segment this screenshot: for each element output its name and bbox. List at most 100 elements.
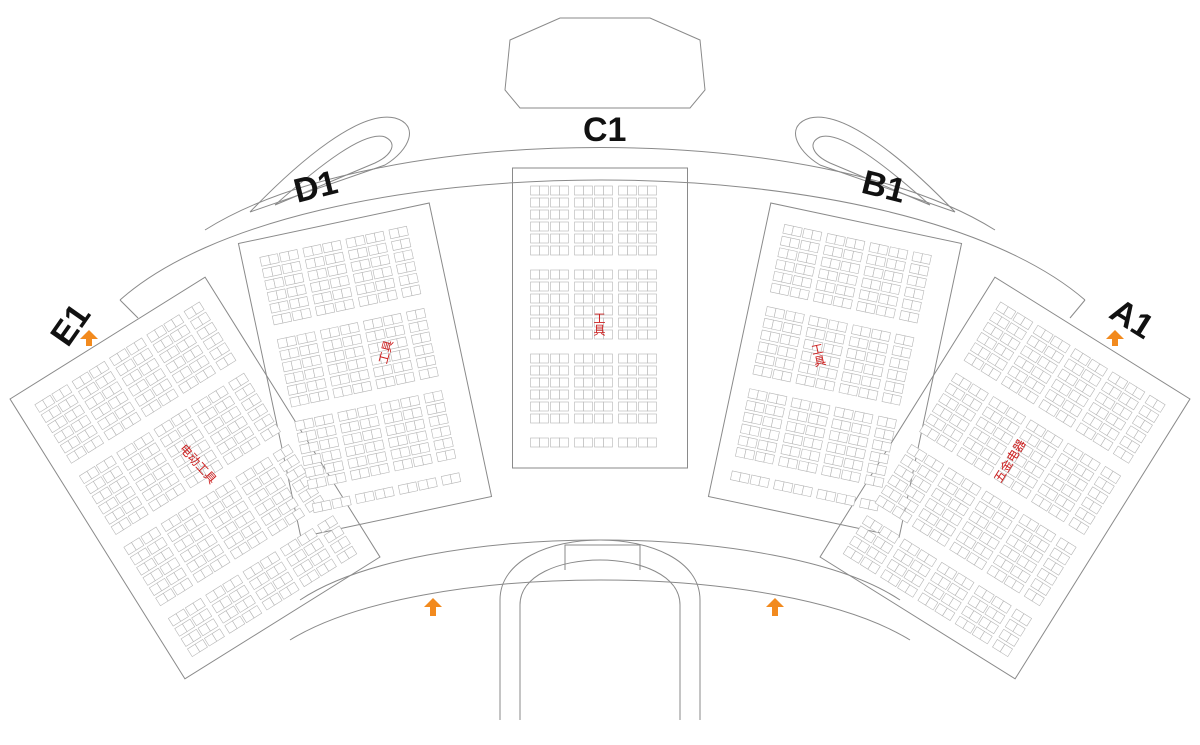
booth [638,233,648,244]
booth [322,413,335,425]
booth [333,251,345,264]
booth [618,245,628,256]
booth [173,567,187,581]
booth [950,428,964,443]
booth [603,197,613,208]
booth [956,418,970,432]
booth [305,429,318,441]
booth [175,608,189,622]
booth [1108,386,1122,400]
booth [618,185,628,196]
booth [829,467,842,479]
booth [905,500,919,514]
booth [1038,498,1052,512]
booth [768,429,780,441]
booth [627,209,637,220]
booth [813,426,826,439]
booth [439,425,452,437]
booth [248,520,262,534]
booth [539,209,549,220]
booth [1037,455,1051,469]
booth [882,499,896,513]
hall-b1-booth-grid [730,223,932,512]
booth [1071,363,1085,377]
booth [247,436,261,450]
booth [530,197,540,208]
booth [92,476,107,490]
booth [1014,454,1028,468]
hall-e1-outline [9,276,381,680]
booth [889,283,901,295]
booth [373,230,386,243]
booth [203,449,217,463]
booth [823,380,836,392]
booth [647,281,657,292]
booth [267,423,281,437]
booth [638,353,648,364]
booth [530,221,540,232]
booth [1013,327,1027,341]
booth [627,233,637,244]
booth [111,422,125,436]
booth [627,293,637,304]
booth [603,185,613,196]
booth [115,391,129,405]
booth [225,605,239,619]
booth [638,365,648,376]
booth [254,403,269,417]
booth [583,281,593,292]
booth [1101,480,1115,495]
booth [638,221,648,232]
booth [985,620,999,635]
booth [384,375,396,388]
booth [826,368,838,380]
booth [211,628,225,642]
booth [1087,458,1101,472]
booth [530,437,540,448]
booth [931,586,945,601]
booth [1095,406,1110,420]
booth [266,466,280,481]
booth [923,553,938,568]
booth [1064,457,1078,471]
booth [894,563,908,577]
booth [867,291,879,303]
booth [338,275,350,287]
booth [983,421,997,435]
booth [356,455,368,467]
booth [200,564,214,579]
booth [911,489,926,504]
booth [230,446,244,461]
booth [627,389,637,400]
booth [574,233,584,244]
booth [550,317,560,328]
booth [574,281,584,292]
booth [401,359,413,372]
booth [990,326,1004,340]
booth [1036,539,1050,553]
booth [217,554,231,568]
booth [179,365,193,379]
booth [924,469,938,483]
booth [894,260,906,272]
booth [627,365,637,376]
booth [1012,623,1026,637]
booth [925,512,940,527]
booth [148,399,162,413]
booth [1152,399,1166,413]
booth [219,595,233,609]
booth [888,489,902,503]
booth [59,384,73,398]
booth [808,241,820,254]
booth [559,401,569,412]
booth [768,331,781,343]
booth [962,408,977,422]
booth [278,300,290,312]
booth [783,359,795,371]
booth [618,281,628,292]
booth [323,558,337,572]
booth [583,221,593,232]
booth [603,353,613,364]
hall-label-c1: C1 [583,111,627,149]
booth [849,373,862,385]
